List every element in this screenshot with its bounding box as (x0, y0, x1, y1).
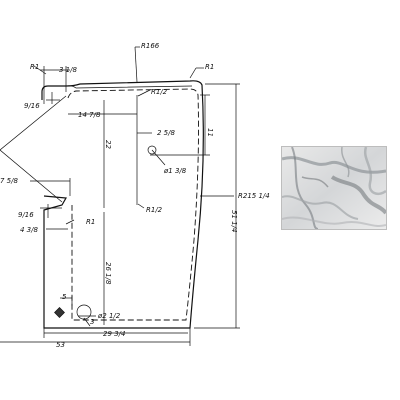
dim-11: 11 (206, 128, 214, 137)
dim-r215-1-4: R215 1/4 (238, 192, 270, 200)
dim-9-16-mid: 9/16 (18, 211, 34, 219)
dim-22: 22 (104, 140, 112, 149)
dim-2-5-8: 2 5/8 (157, 129, 175, 137)
overflow-hole (54, 307, 65, 318)
dim-29-3-4: 29 3/4 (103, 330, 125, 338)
marble-texture-icon (282, 147, 386, 229)
marble-swatch (281, 146, 387, 230)
dim-dia-2-1-2: ø2 1/2 (97, 312, 121, 320)
dim-dia-1-3-8: ø1 3/8 (163, 167, 187, 175)
dim-r1-top-left: R1 (30, 63, 39, 71)
dim-9-16-top: 9/16 (24, 102, 40, 110)
dim-51-1-4: 51 1/4 (230, 210, 238, 232)
dim-r1-mid: R1 (86, 218, 95, 226)
dim-r1-2-mid: R1/2 (146, 206, 163, 214)
dim-3: 3 (90, 318, 94, 326)
countertop-outline (41, 80, 204, 329)
dim-5: 5 (62, 293, 67, 301)
dim-3-1-8: 3 1/8 (59, 66, 77, 74)
inner-edge-dashed (67, 88, 199, 321)
drain-hole (76, 304, 92, 320)
countertop-edge (65, 85, 193, 89)
dim-r1-2-top: R1/2 (151, 88, 168, 96)
dim-14-7-8: 14 7/8 (78, 111, 101, 119)
dim-53: 53 (56, 341, 65, 349)
dim-r166: R166 (141, 42, 160, 50)
faucet-hole (147, 145, 157, 155)
dim-r1-top-right: R1 (205, 63, 214, 71)
dim-4-3-8: 4 3/8 (20, 226, 38, 234)
dim-26-1-8: 26 1/8 (104, 262, 112, 285)
dim-7-5-8: 7 5/8 (0, 177, 18, 185)
